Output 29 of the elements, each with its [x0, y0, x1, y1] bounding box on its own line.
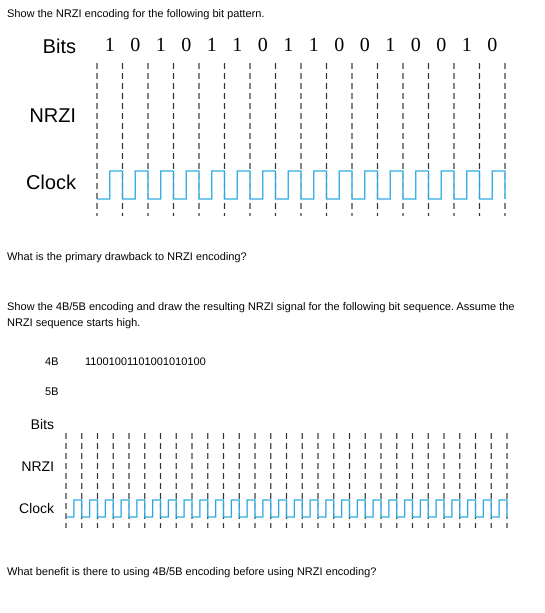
bit-digit: 0: [129, 34, 142, 57]
bit-digit: 1: [308, 34, 320, 57]
row-label: 5B: [45, 386, 58, 398]
row-label: Bits: [30, 416, 54, 432]
bit-digit: 1: [384, 34, 396, 57]
bit-digit: 0: [358, 34, 371, 57]
bit-digit: 0: [180, 34, 192, 57]
question-text: Show the NRZI encoding for the following bit pattern.: [7, 8, 264, 20]
row-label: 4B: [45, 356, 58, 368]
bit-sequence: 11001001101001010100: [85, 356, 206, 368]
row-label: NRZI: [21, 458, 54, 474]
question-text: What benefit is there to using 4B/5B encoding before using NRZI encoding?: [7, 566, 376, 578]
row-label: Bits: [42, 36, 76, 59]
question-text: Show the 4B/5B encoding and draw the resulting NRZI signal for the following bit sequence. Assume the NRZI sequence starts high.: [7, 300, 516, 331]
bit-digit: 0: [435, 34, 448, 57]
bit-digit: 1: [206, 34, 218, 57]
row-label: NRZI: [29, 105, 76, 128]
bit-digit: 0: [256, 34, 269, 57]
question-text: What is the primary drawback to NRZI encoding?: [7, 251, 247, 263]
row-label: Clock: [18, 500, 54, 516]
bit-digit: 0: [486, 34, 498, 57]
bit-digit: 0: [333, 34, 346, 57]
bit-digit: 1: [104, 34, 116, 57]
row-label: Clock: [26, 172, 76, 195]
bit-digit: 1: [282, 34, 294, 57]
bit-digit: 1: [231, 34, 244, 57]
bit-digit: 1: [460, 34, 473, 57]
bit-digit: 0: [410, 34, 422, 57]
bit-digit: 1: [154, 34, 167, 57]
